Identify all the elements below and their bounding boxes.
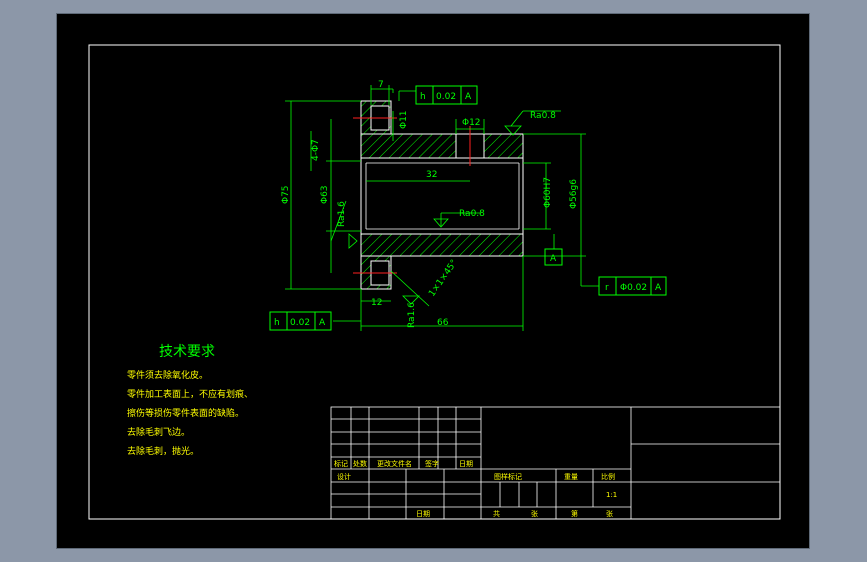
note-line-2: 零件加工表面上，不应有划痕、 — [127, 388, 253, 400]
technical-notes: 技术要求 零件须去除氧化皮。 零件加工表面上，不应有划痕、 擦伤等损伤零件表面的… — [127, 344, 253, 457]
upper-hatch-right — [483, 133, 524, 159]
runout-value: Φ0.02 — [620, 283, 647, 293]
tb-sheet2: 张 — [606, 509, 613, 518]
dim-7: 7 — [378, 80, 384, 90]
datum-box — [544, 248, 563, 266]
dim-4phi7: 4-Φ7 — [311, 139, 321, 161]
tb-date2: 日期 — [416, 510, 430, 518]
roughness-top: Ra0.8 — [530, 111, 556, 121]
dim-phi60h7: Φ60H7 — [543, 177, 553, 208]
cad-viewport[interactable]: 7 h 0.02 A Ra0.8 Φ11 Φ12 4-Φ7 Φ75 Φ63 Ra… — [56, 13, 810, 549]
dimension-lines — [285, 85, 599, 331]
dim-phi75: Φ75 — [281, 185, 291, 204]
tb-sheet: 张 — [531, 509, 538, 518]
datum-letter: A — [550, 254, 557, 264]
note-line-3: 擦伤等损伤零件表面的缺陷。 — [127, 407, 244, 419]
tol-ref-top: A — [465, 92, 472, 102]
tb-change-doc: 更改文件名 — [377, 459, 412, 468]
tb-mark: 标记 — [334, 459, 348, 468]
roughness-left: Ra1.6 — [337, 201, 347, 227]
tb-weight: 重量 — [564, 473, 578, 481]
bore-outline — [360, 157, 524, 235]
note-line-5: 去除毛刺，抛光。 — [127, 445, 199, 457]
tb-scale: 比例 — [601, 472, 615, 481]
tol-value-top: 0.02 — [436, 92, 456, 102]
tb-date: 日期 — [459, 460, 473, 468]
dim-phi12: Φ12 — [462, 118, 481, 128]
drawing-canvas: 7 h 0.02 A Ra0.8 Φ11 Φ12 4-Φ7 Φ75 Φ63 Ra… — [88, 44, 781, 520]
notes-title: 技术要求 — [159, 344, 215, 360]
lower-hatch — [360, 233, 524, 257]
tol-h-bottom: h — [274, 318, 280, 328]
roughness-bottom: Ra1.6 — [407, 302, 417, 328]
dim-phi63: Φ63 — [320, 185, 330, 204]
part-section — [353, 100, 524, 290]
tb-no: 第 — [571, 509, 578, 518]
runout-frame — [598, 276, 667, 296]
tol-ref-bottom: A — [319, 318, 326, 328]
note-line-1: 零件须去除氧化皮。 — [127, 369, 208, 381]
runout-sym: r — [605, 283, 609, 293]
dim-12: 12 — [371, 298, 382, 308]
upper-hatch-left — [360, 133, 457, 159]
dim-phi56g6: Φ56g6 — [569, 179, 579, 209]
tb-scale-value: 1:1 — [606, 491, 617, 499]
dim-32: 32 — [426, 170, 437, 180]
title-block-texts: 标记 处数 更改文件名 签字 日期 设计 图样标记 重量 比例 1:1 日期 共… — [334, 459, 617, 518]
tol-h-top: h — [420, 92, 426, 102]
tb-stage-mark: 图样标记 — [494, 472, 522, 481]
dim-66: 66 — [437, 318, 449, 328]
chamfer-note: 1×1×45° — [427, 258, 460, 299]
tb-count: 处数 — [353, 459, 367, 468]
title-block — [330, 406, 781, 520]
tolerance-frame-bottom — [269, 311, 332, 331]
roughness-mid: Ra0.8 — [459, 209, 485, 219]
tb-sign: 签字 — [425, 459, 439, 468]
roughness-symbols — [348, 125, 522, 305]
tb-total: 共 — [493, 509, 500, 518]
tb-design: 设计 — [337, 472, 351, 481]
tolerance-frame-top — [415, 85, 478, 105]
tol-value-bottom: 0.02 — [290, 318, 310, 328]
runout-ref: A — [655, 283, 662, 293]
dimension-texts: 7 h 0.02 A Ra0.8 Φ11 Φ12 4-Φ7 Φ75 Φ63 Ra… — [274, 80, 662, 328]
dim-phi11: Φ11 — [399, 110, 409, 129]
note-line-4: 去除毛刺飞边。 — [127, 426, 190, 438]
